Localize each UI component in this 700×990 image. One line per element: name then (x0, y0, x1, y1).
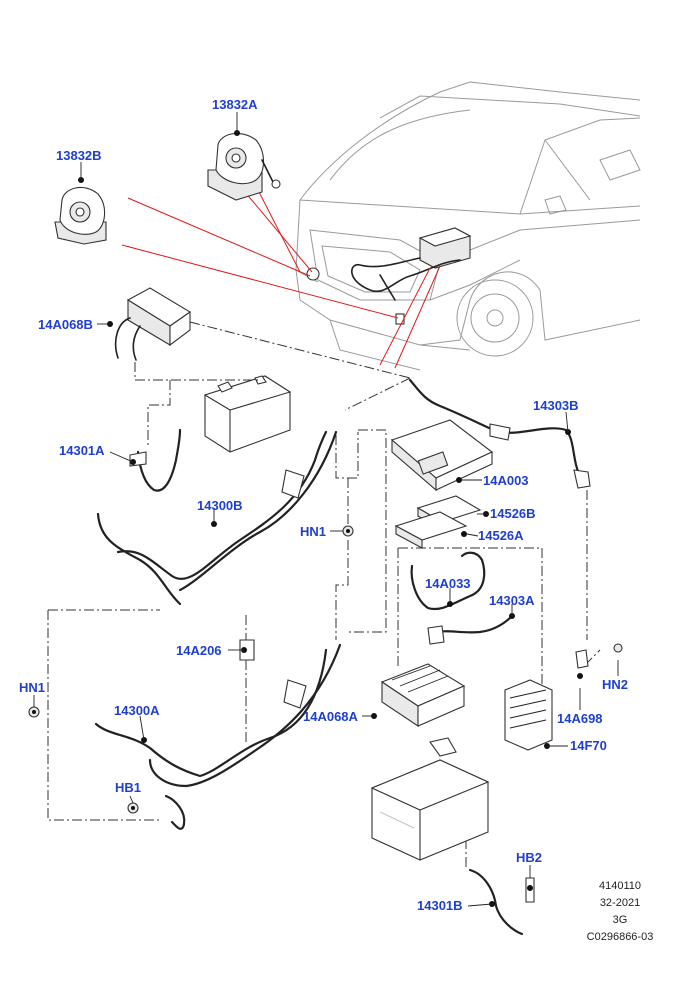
callout-14300a: 14300A (114, 703, 160, 718)
callout-14a698: 14A698 (557, 711, 603, 726)
connector-14a698 (575, 643, 623, 679)
fuse-blocks (394, 495, 489, 549)
terminal-hn1-left (28, 706, 40, 718)
reference-line-2: 32-2021 (599, 897, 641, 909)
reference-line-1: 4140110 (598, 880, 641, 892)
horn-13832a (207, 130, 281, 201)
callout-hn2: HN2 (602, 677, 629, 692)
callout-14a003: 14A003 (483, 473, 529, 488)
callout-14f70: 14F70 (570, 738, 607, 753)
callout-14301a: 14301A (59, 443, 105, 458)
callout-hn1-left: HN1 (19, 680, 46, 695)
callout-14a068b: 14A068B (38, 317, 93, 332)
cable-14303b (408, 378, 591, 489)
main-battery-drawing (370, 737, 490, 861)
cable-14300b (96, 430, 338, 606)
red-leader-lines (121, 189, 441, 369)
module-14a068b (107, 287, 192, 361)
cable-14303a (427, 613, 515, 645)
callout-14a068a: 14A068A (303, 709, 358, 724)
aux-battery-drawing (203, 375, 292, 453)
callout-14a033: 14A033 (425, 576, 471, 591)
vehicle-battery-drawing (306, 227, 472, 325)
reference-line-4: C0296866-03 (586, 931, 654, 943)
controller-14f70 (504, 679, 553, 751)
callout-14a206: 14A206 (176, 643, 222, 658)
cable-14301b (468, 868, 535, 936)
callout-leaders (33, 112, 619, 907)
callout-13832a: 13832A (212, 97, 258, 112)
callout-hn1-middle: HN1 (300, 524, 327, 539)
clip-14a206 (239, 639, 255, 661)
callout-14300b: 14300B (197, 498, 243, 513)
terminal-hn1-middle (342, 525, 354, 537)
horn-13832b (54, 177, 107, 245)
callout-14303b: 14303B (533, 398, 579, 413)
callout-hb1: HB1 (115, 780, 142, 795)
callout-14303a: 14303A (489, 593, 535, 608)
callout-14526a: 14526A (478, 528, 524, 543)
reference-block: 4140110 32-2021 3G C0296866-03 (560, 878, 680, 946)
module-14a003 (390, 419, 494, 492)
module-14a068a (371, 663, 466, 728)
callout-14301b: 14301B (417, 898, 463, 913)
vehicle-outline (295, 81, 641, 371)
terminal-hb1 (127, 794, 186, 830)
cable-14300a (94, 643, 342, 788)
callout-hb2: HB2 (516, 850, 543, 865)
callout-13832b: 13832B (56, 148, 102, 163)
reference-line-3: 3G (612, 914, 628, 926)
cable-14301a (129, 428, 182, 492)
callout-14526b: 14526B (490, 506, 536, 521)
